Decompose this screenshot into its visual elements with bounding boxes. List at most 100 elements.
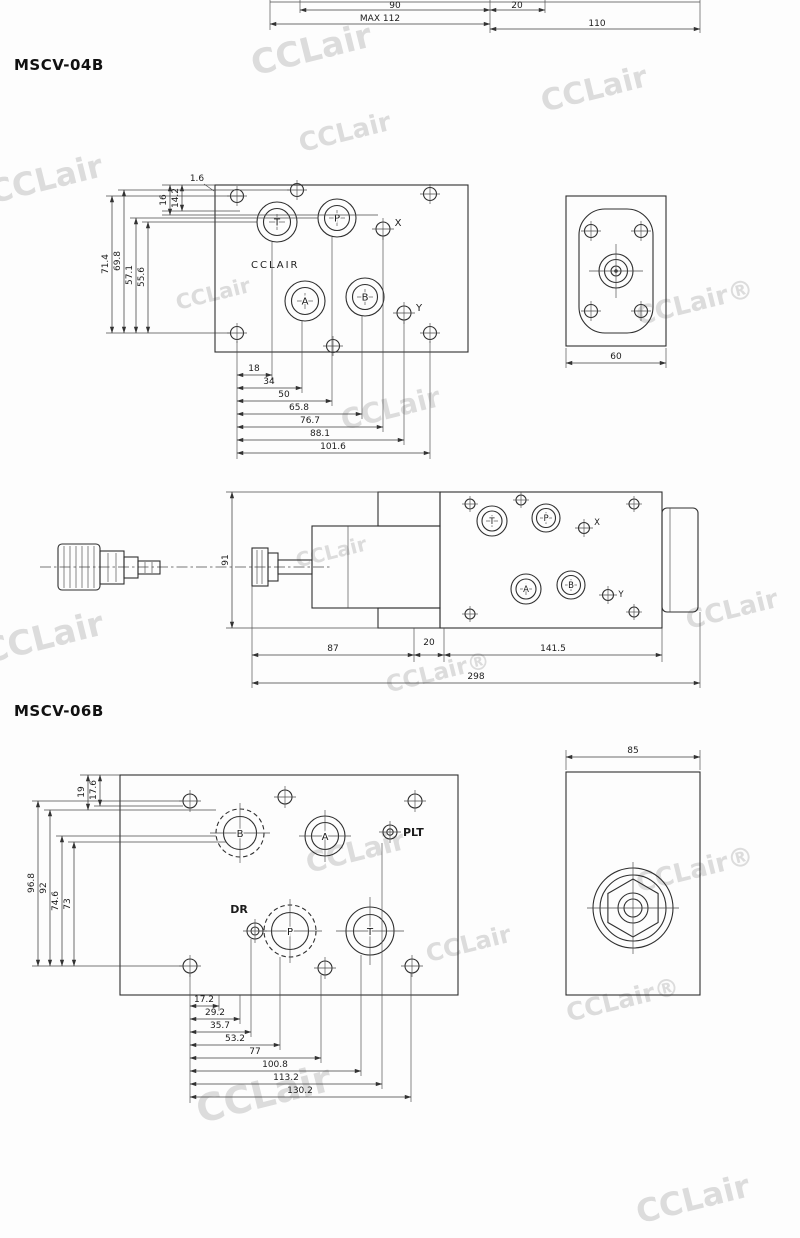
port-label: X xyxy=(594,518,600,528)
dim-label: 110 xyxy=(588,19,605,29)
mounting-hole xyxy=(625,495,643,513)
port-label: T xyxy=(488,517,495,527)
dim-label: 87 xyxy=(327,644,338,654)
port-label: T xyxy=(366,927,374,938)
port-y: Y xyxy=(393,302,424,324)
mounting-hole xyxy=(403,789,427,813)
end-cap xyxy=(661,507,699,613)
brand-text: CCLAIR xyxy=(251,260,300,271)
dim-label: 34 xyxy=(263,377,275,387)
dim-label: 101.6 xyxy=(320,442,346,452)
dim-label: 76.7 xyxy=(300,416,320,426)
port-label: A xyxy=(523,585,529,595)
dim-label: 74.6 xyxy=(51,891,61,911)
dim-label: 92 xyxy=(39,882,49,893)
center-bore xyxy=(589,244,643,298)
section-title-mscv06b: MSCV-06B xyxy=(14,702,104,720)
port-b: B xyxy=(210,803,270,863)
port-label: P xyxy=(543,514,548,524)
dim-label: 90 xyxy=(389,1,401,11)
dim-label: 73 xyxy=(63,898,73,909)
port-label: Y xyxy=(617,590,624,600)
port-a: A xyxy=(299,810,351,862)
dim-label: 20 xyxy=(423,638,435,648)
dim-label: 19 xyxy=(77,786,87,798)
plate-outline xyxy=(439,491,663,629)
dim-label: 57.1 xyxy=(125,265,135,285)
mounting-hole xyxy=(273,785,297,809)
mscv04b-side-view: 60 xyxy=(565,195,667,368)
port-x: X xyxy=(575,517,601,537)
dim-label: 88.1 xyxy=(310,429,330,439)
port-b: B xyxy=(345,277,385,317)
port-label: DR xyxy=(230,903,248,916)
dim-label: 20 xyxy=(511,1,523,11)
dim-label: 65.8 xyxy=(289,403,309,413)
mscv06b-top-view: B A PLT DR P xyxy=(27,774,459,1103)
port-p: P xyxy=(317,198,357,238)
section-title-mscv04b: MSCV-04B xyxy=(14,56,104,74)
port-label: P xyxy=(287,927,293,938)
mounting-hole xyxy=(461,605,479,623)
dim-label: 55.6 xyxy=(137,267,147,287)
mounting-hole xyxy=(580,300,602,322)
port-b: B xyxy=(556,570,586,600)
dim-label: 141.5 xyxy=(540,644,566,654)
mounting-hole xyxy=(630,300,652,322)
mscv04b-top-view: T P X A B xyxy=(101,174,469,459)
block-outline xyxy=(565,195,667,347)
dim-label: 113.2 xyxy=(273,1073,299,1083)
dim-label: 50 xyxy=(278,390,290,400)
dim-label: 77 xyxy=(249,1047,260,1057)
mounting-hole xyxy=(461,495,479,513)
port-a: A xyxy=(284,280,326,322)
dim-label: 18 xyxy=(248,364,260,374)
port-label: B xyxy=(568,581,574,591)
port-label: T xyxy=(273,218,281,229)
valve-body xyxy=(311,525,441,609)
port-t: T xyxy=(476,505,508,537)
dim-label: 60 xyxy=(610,352,622,362)
port-a: A xyxy=(510,573,542,605)
port-p: P xyxy=(531,503,561,533)
adjustment-knob xyxy=(57,543,161,591)
mounting-hole xyxy=(512,491,530,509)
dim-label: 100.8 xyxy=(262,1060,288,1070)
dim-label: 16 xyxy=(159,194,169,206)
mounting-hole xyxy=(313,956,337,980)
port-p: P xyxy=(258,899,322,963)
cartridge-plug xyxy=(587,862,679,954)
dim-label: 130.2 xyxy=(287,1086,313,1096)
mounting-hole xyxy=(580,220,602,242)
plate-outline xyxy=(119,774,459,996)
dim-label: 298 xyxy=(467,672,484,682)
mscv04b-assembly-view: T P X A B xyxy=(40,491,701,688)
mounting-hole xyxy=(419,322,441,344)
dim-label: 29.2 xyxy=(205,1008,225,1018)
dim-label: 1.6 xyxy=(190,174,205,184)
dim-label: 14.2 xyxy=(171,188,181,208)
port-plt: PLT xyxy=(379,821,426,843)
dim-label: 85 xyxy=(627,746,638,756)
port-label: A xyxy=(322,832,329,843)
mounting-hole xyxy=(322,335,344,357)
mscv06b-side-view: 85 xyxy=(565,746,701,996)
dim-label: 96.8 xyxy=(27,873,37,893)
dim-label: 17.2 xyxy=(194,995,214,1005)
dim-label: MAX 112 xyxy=(360,14,400,24)
port-label: B xyxy=(237,829,244,840)
port-label: P xyxy=(334,214,340,225)
port-label: Y xyxy=(415,303,423,314)
block-outline xyxy=(565,771,701,996)
dim-label: 35.7 xyxy=(210,1021,230,1031)
dim-label: 91 xyxy=(221,554,231,565)
port-x: X xyxy=(372,217,403,240)
port-y: Y xyxy=(599,586,626,604)
dim-label: 17.6 xyxy=(89,780,99,800)
mounting-hole xyxy=(625,603,643,621)
port-label: A xyxy=(302,297,309,308)
port-label: PLT xyxy=(403,826,424,839)
dim-label: 69.8 xyxy=(113,251,123,271)
